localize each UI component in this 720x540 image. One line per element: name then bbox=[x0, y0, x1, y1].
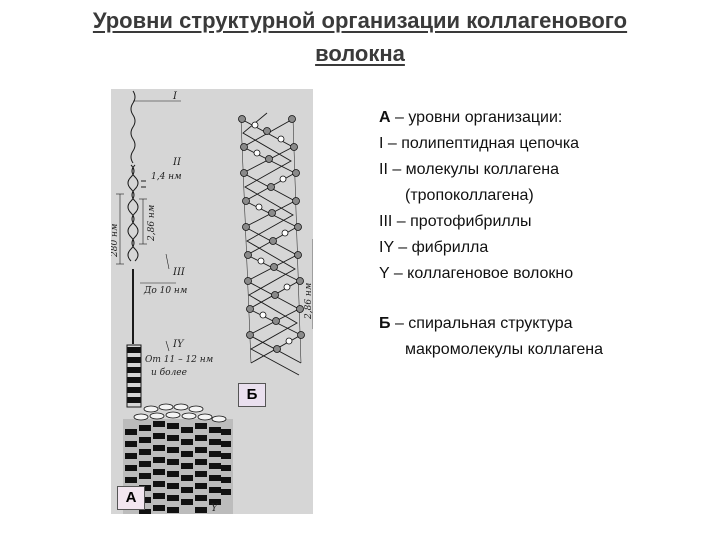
legend-a-lead: А bbox=[379, 109, 391, 126]
collagen-figure: I II 1,4 нм III До 10 нм IY От 11 – 12 н… bbox=[111, 89, 313, 514]
label-level-1: I bbox=[172, 91, 178, 102]
title-line-1: Уровни структурной организации коллагено… bbox=[92, 8, 628, 33]
label-dim-10: До 10 нм bbox=[143, 286, 187, 296]
legend-b-lead: Б bbox=[379, 315, 391, 332]
legend-b-cont: макромолекулы коллагена bbox=[405, 341, 603, 358]
label-dim-286-helix: 2,86 нм bbox=[304, 283, 313, 320]
helix-residue-hollow bbox=[251, 121, 293, 345]
legend-level-1: I – полипептидная цепочка bbox=[379, 135, 580, 152]
label-level-4: IY bbox=[172, 339, 185, 350]
legend-b-text: – спиральная структура bbox=[390, 315, 573, 332]
collagen-molecule-strand bbox=[127, 164, 135, 262]
legend-a-text: – уровни организации: bbox=[390, 109, 563, 126]
legend-level-2-cont: (тропоколлагена) bbox=[405, 187, 534, 204]
collagen-diagram-svg: I II 1,4 нм III До 10 нм IY От 11 – 12 н… bbox=[111, 90, 313, 514]
legend-level-3: III – протофибриллы bbox=[379, 213, 532, 230]
page-title: Уровни структурной организации коллагено… bbox=[10, 4, 710, 70]
legend-level-5: Y – коллагеновое волокно bbox=[379, 265, 574, 282]
polypeptide-chain bbox=[130, 90, 136, 164]
helix-residue-beads bbox=[238, 115, 305, 353]
label-level-3: III bbox=[172, 267, 186, 278]
collagen-fiber-bundle bbox=[123, 403, 233, 514]
label-dim-more: и более bbox=[151, 367, 187, 378]
label-dim-286-small: 2,86 нм bbox=[147, 205, 157, 242]
badge-a: А bbox=[117, 486, 145, 510]
legend-a-heading: А – уровни организации: bbox=[379, 107, 699, 129]
label-dim-11-12: От 11 – 12 нм bbox=[145, 355, 213, 365]
label-level-5: Y bbox=[211, 503, 219, 514]
badge-b: Б bbox=[238, 383, 266, 407]
label-dim-1-4: 1,4 нм bbox=[151, 172, 182, 182]
legend-b-heading: Б – спиральная структура bbox=[379, 313, 699, 335]
legend-level-4: IY – фибрилла bbox=[379, 239, 489, 256]
label-level-2: II bbox=[172, 157, 182, 168]
legend: А – уровни организации: I – полипептидна… bbox=[379, 107, 699, 365]
fibril-banded bbox=[127, 347, 141, 403]
title-line-2: волокна bbox=[315, 41, 405, 66]
legend-level-2: II – молекулы коллагена bbox=[379, 161, 559, 178]
label-dim-280: 280 нм bbox=[111, 224, 120, 258]
